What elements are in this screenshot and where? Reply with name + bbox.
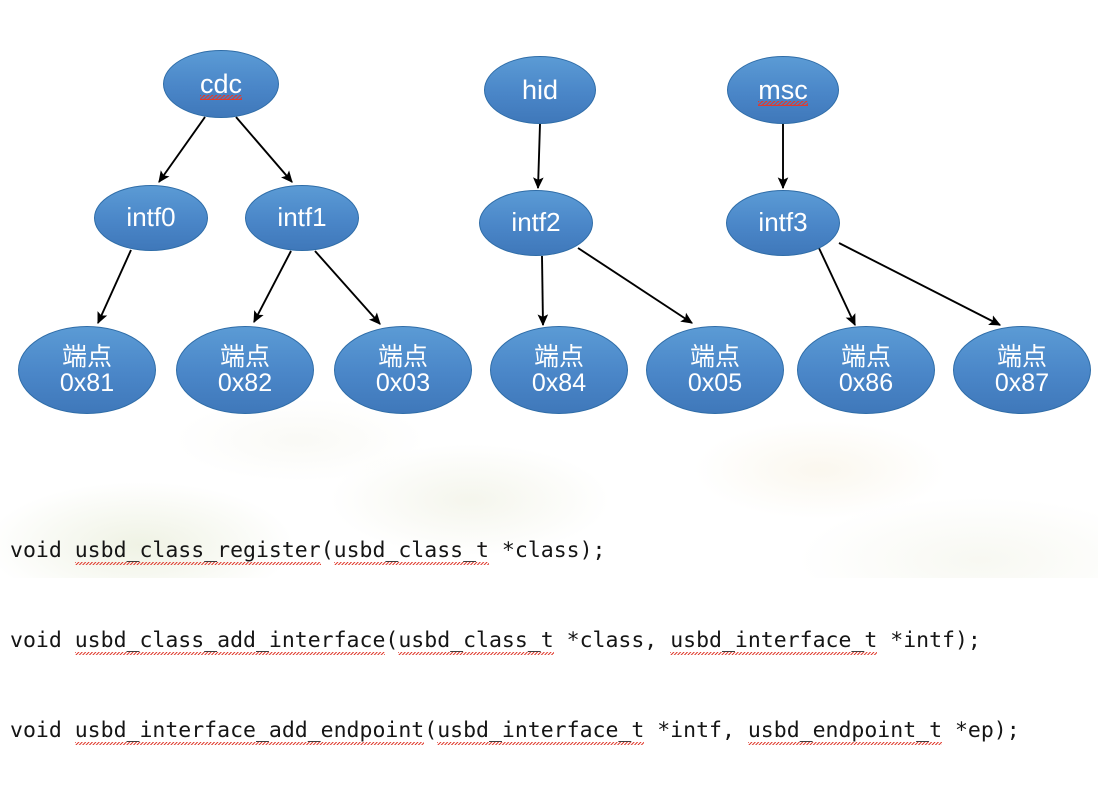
class-node-label: msc xyxy=(758,74,808,107)
edge-cdc-to-intf1 xyxy=(235,116,293,183)
endpoint-node-label: 端点 0x87 xyxy=(994,342,1050,397)
spellcheck-token: usbd_interface_t xyxy=(437,716,645,746)
interface-node-intf3[interactable]: intf3 xyxy=(726,190,840,256)
endpoint-node-ep05[interactable]: 端点 0x05 xyxy=(646,326,784,414)
endpoint-node-label: 端点 0x82 xyxy=(217,342,273,397)
edge-cdc-to-intf0 xyxy=(158,116,206,183)
interface-node-label: intf1 xyxy=(277,202,327,233)
edge-intf1-to-ep82 xyxy=(253,250,292,324)
code-token: void xyxy=(10,628,75,653)
class-node-msc[interactable]: msc xyxy=(727,56,839,124)
code-token: ( xyxy=(424,718,438,743)
edge-hid-to-intf2 xyxy=(533,123,544,190)
edge-intf3-to-ep87 xyxy=(838,242,1002,326)
interface-node-label: intf0 xyxy=(126,202,176,233)
code-token: ( xyxy=(320,538,334,563)
endpoint-node-label: 端点 0x03 xyxy=(375,342,431,397)
interface-node-label: intf2 xyxy=(511,207,561,238)
spellcheck-token: usbd_interface_t xyxy=(670,626,878,656)
tree-diagram xyxy=(97,116,1002,327)
interface-node-intf2[interactable]: intf2 xyxy=(479,190,593,256)
code-token: *intf, xyxy=(644,718,748,743)
endpoint-node-ep03[interactable]: 端点 0x03 xyxy=(334,326,472,414)
code-line-3: void usbd_interface_add_endpoint(usbd_in… xyxy=(10,716,1090,746)
endpoint-node-ep87[interactable]: 端点 0x87 xyxy=(953,326,1091,414)
code-token: void xyxy=(10,538,75,563)
page-root: cdc hid msc intf0 intf1 intf2 intf3 端点 0x81 端点 0… xyxy=(0,0,1098,745)
spellcheck-token: usbd_class_t xyxy=(398,626,555,656)
code-token: void xyxy=(10,718,75,743)
code-token: *ep); xyxy=(942,718,1020,743)
edge-layer xyxy=(97,116,1002,327)
code-token: *class, xyxy=(553,628,671,653)
spellcheck-token: usbd_class_t xyxy=(333,536,490,566)
edge-intf3-to-ep86 xyxy=(817,245,856,327)
spellcheck-token: usbd_endpoint_t xyxy=(747,716,943,746)
edge-intf0-to-ep81 xyxy=(97,249,132,325)
code-token: ( xyxy=(385,628,399,653)
spellcheck-token: usbd_class_register xyxy=(74,536,321,566)
spellcheck-token: usbd_interface_add_endpoint xyxy=(74,716,424,746)
code-line-1: void usbd_class_register(usbd_class_t *c… xyxy=(10,536,1090,566)
interface-node-label: intf3 xyxy=(758,207,808,238)
endpoint-node-label: 端点 0x05 xyxy=(687,342,743,397)
code-block: void usbd_class_register(usbd_class_t *c… xyxy=(10,476,1090,806)
code-token: *class); xyxy=(488,538,606,563)
endpoint-node-ep81[interactable]: 端点 0x81 xyxy=(18,326,156,414)
code-line-2: void usbd_class_add_interface(usbd_class… xyxy=(10,626,1090,656)
interface-node-intf0[interactable]: intf0 xyxy=(94,185,208,251)
endpoint-node-ep84[interactable]: 端点 0x84 xyxy=(490,326,628,414)
endpoint-node-label: 端点 0x81 xyxy=(59,342,115,397)
class-node-hid[interactable]: hid xyxy=(484,56,596,124)
endpoint-node-ep86[interactable]: 端点 0x86 xyxy=(797,326,935,414)
edge-intf1-to-ep03 xyxy=(314,250,381,325)
endpoint-node-label: 端点 0x84 xyxy=(531,342,587,397)
spellcheck-token: usbd_class_add_interface xyxy=(74,626,385,656)
edge-intf2-to-ep84 xyxy=(537,255,549,327)
class-node-cdc[interactable]: cdc xyxy=(163,50,279,118)
code-token: *intf); xyxy=(877,628,981,653)
class-node-label: cdc xyxy=(199,68,243,101)
class-node-label: hid xyxy=(521,74,559,105)
edge-intf2-to-ep05 xyxy=(577,247,693,324)
endpoint-node-label: 端点 0x86 xyxy=(838,342,894,397)
endpoint-node-ep82[interactable]: 端点 0x82 xyxy=(176,326,314,414)
interface-node-intf1[interactable]: intf1 xyxy=(245,185,359,251)
